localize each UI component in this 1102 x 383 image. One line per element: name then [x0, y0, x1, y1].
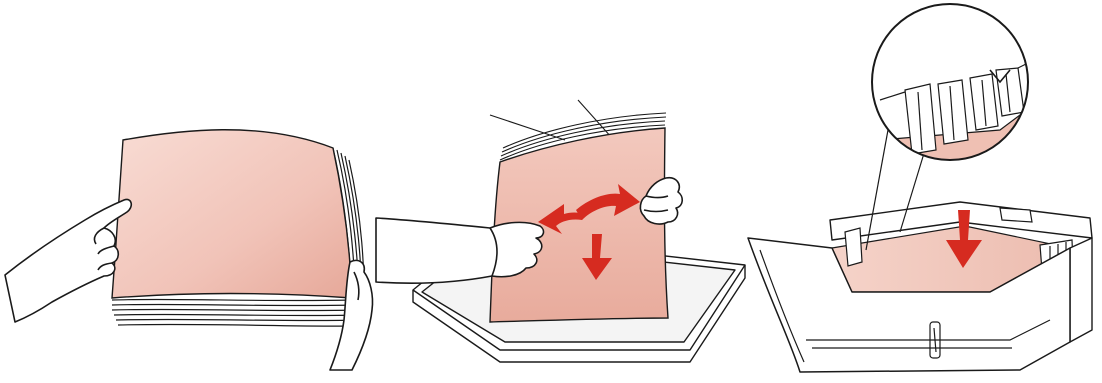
step-3-load-tray — [748, 4, 1092, 372]
paper-front-sheet — [112, 130, 352, 298]
left-hand-flex — [376, 218, 543, 283]
background-guide-lines — [490, 100, 612, 140]
left-hand — [5, 199, 131, 322]
magnified-detail-circle — [870, 4, 1040, 180]
step-1-fan-paper — [5, 130, 373, 370]
paper-stack-bottom-edges — [112, 299, 364, 326]
tray-side-wall — [1070, 238, 1092, 342]
step-2-flex-paper — [376, 100, 745, 362]
